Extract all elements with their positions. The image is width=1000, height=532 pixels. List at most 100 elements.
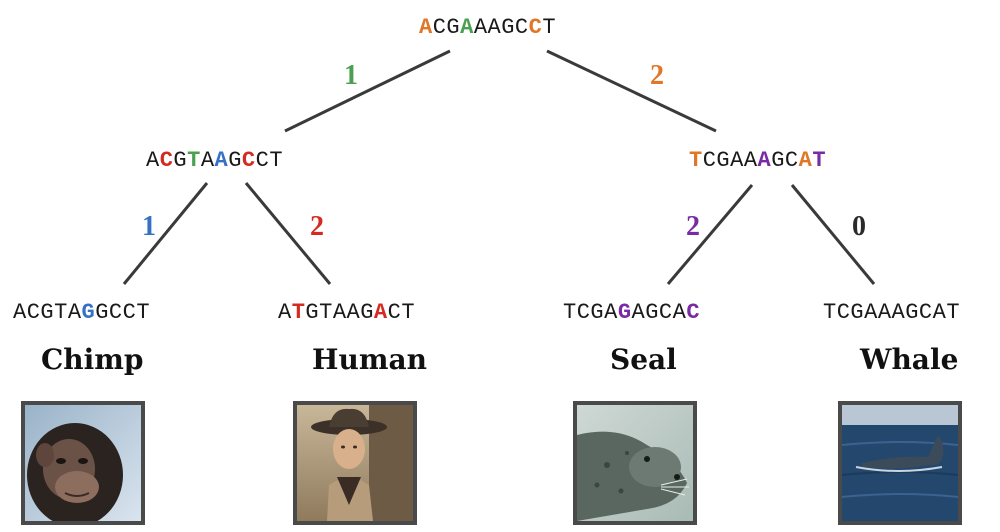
weight-right-whale: 0	[852, 211, 866, 242]
base: T	[542, 15, 557, 40]
highlighted-base: C	[241, 148, 256, 173]
highlighted-base: G	[617, 300, 632, 325]
base: C	[576, 300, 591, 325]
leaf-human-sequence: ATGTAAGACT	[278, 302, 415, 324]
base: T	[823, 300, 837, 325]
base: C	[702, 148, 717, 173]
seal-photo	[573, 401, 697, 525]
edge-right-whale	[790, 184, 876, 285]
seal-photo-icon	[577, 405, 693, 521]
chimp-photo	[21, 401, 145, 525]
highlighted-base: G	[81, 300, 96, 325]
highlighted-base: A	[798, 148, 813, 173]
base: A	[877, 300, 892, 325]
base: A	[346, 300, 361, 325]
chimp-photo-icon	[25, 405, 141, 521]
edge-root-right	[546, 49, 717, 133]
human-photo-icon	[297, 405, 413, 521]
base: A	[146, 148, 160, 173]
base: A	[67, 300, 82, 325]
edge-right-seal	[666, 184, 754, 285]
base: C	[514, 15, 529, 40]
base: T	[563, 300, 577, 325]
base: G	[850, 300, 865, 325]
whale-photo	[838, 401, 962, 525]
highlighted-base: T	[187, 148, 201, 173]
species-label-human: Human	[312, 343, 427, 376]
highlighted-base: A	[460, 15, 474, 40]
base: T	[946, 300, 961, 325]
base: C	[255, 148, 270, 173]
base: A	[332, 300, 347, 325]
base: G	[228, 148, 242, 173]
highlighted-base: A	[373, 300, 388, 325]
base: C	[122, 300, 137, 325]
highlighted-base: C	[159, 148, 174, 173]
base: A	[743, 148, 758, 173]
species-label-seal: Seal	[610, 343, 677, 376]
human-photo	[293, 401, 417, 525]
base: C	[387, 300, 402, 325]
base: G	[360, 300, 374, 325]
base: A	[672, 300, 687, 325]
base: A	[13, 300, 27, 325]
leaf-whale-sequence: TCGAAAGCAT	[823, 302, 960, 324]
base: T	[401, 300, 416, 325]
base: A	[487, 15, 502, 40]
highlighted-base: T	[812, 148, 827, 173]
base: C	[26, 300, 41, 325]
base: A	[730, 148, 744, 173]
base: A	[932, 300, 947, 325]
base: G	[95, 300, 109, 325]
internal-left-sequence: ACGTAAGCCT	[146, 150, 283, 172]
weight-left-human: 2	[310, 211, 324, 242]
base: C	[784, 148, 799, 173]
highlighted-base: C	[686, 300, 701, 325]
weight-root-right: 2	[650, 60, 664, 91]
species-label-chimp: Chimp	[41, 343, 144, 376]
highlighted-base: C	[528, 15, 543, 40]
edge-left-human	[244, 182, 332, 285]
base: G	[446, 15, 461, 40]
edge-left-chimp	[122, 182, 209, 285]
weight-root-left: 1	[344, 60, 358, 91]
base: C	[836, 300, 851, 325]
base: C	[918, 300, 933, 325]
base: G	[716, 148, 731, 173]
weight-left-chimp: 1	[142, 211, 156, 242]
highlighted-base: A	[214, 148, 229, 173]
base: T	[319, 300, 333, 325]
base: T	[269, 148, 284, 173]
base: A	[278, 300, 292, 325]
internal-right-sequence: TCGAAAGCAT	[689, 150, 826, 172]
highlighted-base: A	[757, 148, 772, 173]
base: G	[590, 300, 605, 325]
base: C	[108, 300, 123, 325]
base: A	[631, 300, 646, 325]
base: A	[473, 15, 488, 40]
root-sequence: ACGAAAGCCT	[419, 17, 556, 39]
base: C	[658, 300, 673, 325]
weight-right-seal: 2	[686, 211, 700, 242]
base: G	[771, 148, 785, 173]
base: A	[604, 300, 618, 325]
base: A	[891, 300, 906, 325]
highlighted-base: T	[291, 300, 306, 325]
base: C	[432, 15, 447, 40]
base: G	[645, 300, 659, 325]
base: T	[136, 300, 151, 325]
highlighted-base: A	[419, 15, 433, 40]
base: A	[200, 148, 215, 173]
base: G	[40, 300, 55, 325]
base: T	[54, 300, 68, 325]
base: G	[173, 148, 188, 173]
edge-root-left	[284, 49, 451, 133]
highlighted-base: T	[689, 148, 703, 173]
species-label-whale: Whale	[860, 343, 959, 376]
leaf-seal-sequence: TCGAGAGCAC	[563, 302, 700, 324]
base: G	[305, 300, 320, 325]
base: G	[501, 15, 515, 40]
leaf-chimp-sequence: ACGTAGGCCT	[13, 302, 150, 324]
